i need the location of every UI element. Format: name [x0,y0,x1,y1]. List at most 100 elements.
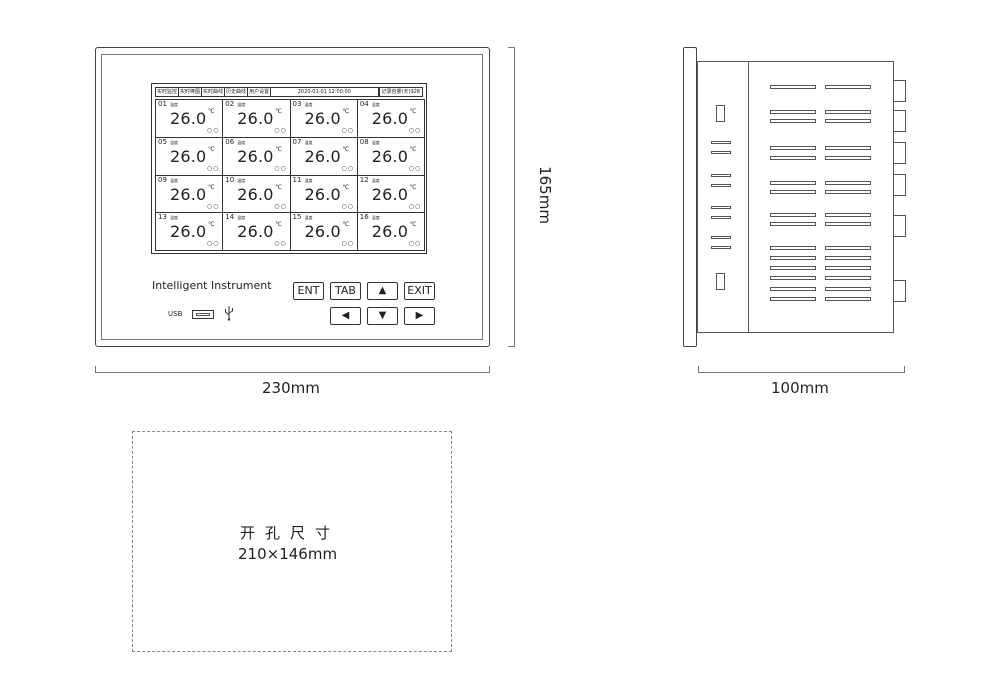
channel-value: 26.0 [237,109,274,128]
screen-record-capacity: 记录容量(天)928 [378,88,422,96]
channel-unit: ℃ [275,183,282,191]
channel-number: 14 [225,213,235,222]
channel-label: 温度 [304,177,313,183]
channel-unit: ℃ [342,145,350,153]
menu-item-realtime-curve: 实时曲线 [203,88,226,96]
front-panel-outline [95,47,490,347]
terminal-tab [894,80,906,102]
channel-unit: ℃ [275,221,282,229]
ent-key[interactable]: ENT [293,282,324,300]
channel-status-dots: ○○ [274,127,287,134]
side-slot [711,206,731,209]
channel-status-dots: ○○ [408,164,422,172]
channel-value: 26.0 [170,222,207,242]
channel-unit: ℃ [409,183,417,191]
side-slot [711,151,731,154]
channel-label: 温度 [304,215,313,221]
width-dimension-tick-right [489,366,490,373]
channel-status-dots: ○○ [341,127,354,134]
exit-key[interactable]: EXIT [404,282,435,300]
vent-slot [770,181,816,185]
channel-value: 26.0 [304,184,341,204]
side-slot [711,174,731,177]
width-dimension-label: 230mm [262,379,320,397]
usb-symbol-icon [225,306,233,321]
channel-unit: ℃ [342,183,350,191]
channel-number: 15 [292,213,302,222]
panel-cutout [132,431,452,652]
channel-status-dots: ○○ [274,240,287,248]
channel-value: 26.0 [170,109,207,128]
channel-unit: ℃ [208,108,215,115]
channel-label: 温度 [237,139,246,145]
channel-number: 12 [359,175,369,184]
vent-slot [770,246,816,250]
vent-slot [770,156,816,160]
channel-number: 09 [158,175,167,184]
height-dimension-line [514,47,515,347]
channel-number: 10 [225,175,235,184]
terminal-tab [894,174,906,196]
vent-slot [825,146,871,150]
channel-status-dots: ○○ [274,202,287,210]
channel-number: 16 [359,213,369,222]
channel-number: 06 [225,137,235,146]
depth-dimension-label: 100mm [771,379,829,397]
menu-item-realtime-bar: 实时棒图 [180,88,203,96]
channel-number: 11 [292,175,302,184]
channel-status-dots: ○○ [408,202,422,210]
channel-value: 26.0 [237,146,274,166]
channel-number: 07 [292,137,302,146]
terminal-tab [894,142,906,164]
vent-slot [770,222,816,226]
up-key[interactable]: ▲ [367,282,398,300]
tab-key[interactable]: TAB [330,282,361,300]
height-dimension-label: 165mm [536,166,554,224]
channel-value: 26.0 [304,109,341,128]
vent-slot [770,266,816,270]
channel-label: 温度 [371,139,380,145]
side-slot [711,184,731,187]
channel-status-dots: ○○ [274,164,287,172]
vent-slot [770,276,816,280]
channel-number: 08 [359,137,369,146]
down-key[interactable]: ▼ [367,307,398,325]
right-key[interactable]: ▶ [404,307,435,325]
terminal-tab [894,110,906,132]
channel-label: 温度 [371,215,380,221]
side-slot [711,236,731,239]
vent-slot [825,110,871,114]
channel-value: 26.0 [371,109,409,128]
side-latch [716,105,725,122]
depth-dimension-tick-right [904,366,905,373]
channel-value: 26.0 [170,184,207,204]
side-slot [711,216,731,219]
channel-number: 03 [292,100,302,108]
height-dimension-tick-bottom [508,346,515,347]
screen-datetime: 2020-01-01 12:00:00 [271,88,379,96]
usb-label: USB [168,310,183,318]
channel-label: 温度 [170,102,178,107]
side-slot [711,141,731,144]
channel-unit: ℃ [208,183,215,191]
side-latch [716,273,725,290]
brand-label: Intelligent Instrument [152,279,272,292]
width-dimension-line [95,372,490,373]
menu-item-history-curve: 历史曲线 [226,88,249,96]
vent-slot [770,190,816,194]
channel-status-dots: ○○ [207,127,220,134]
menu-item-user-settings: 用户设置 [249,88,272,96]
display-screen: 实时监控 实时棒图 实时曲线 历史曲线 用户设置 2020-01-01 12:0… [151,83,427,254]
left-key[interactable]: ◀ [330,307,361,325]
vent-slot [825,256,871,260]
channel-number: 05 [158,137,167,146]
vent-slot [825,181,871,185]
